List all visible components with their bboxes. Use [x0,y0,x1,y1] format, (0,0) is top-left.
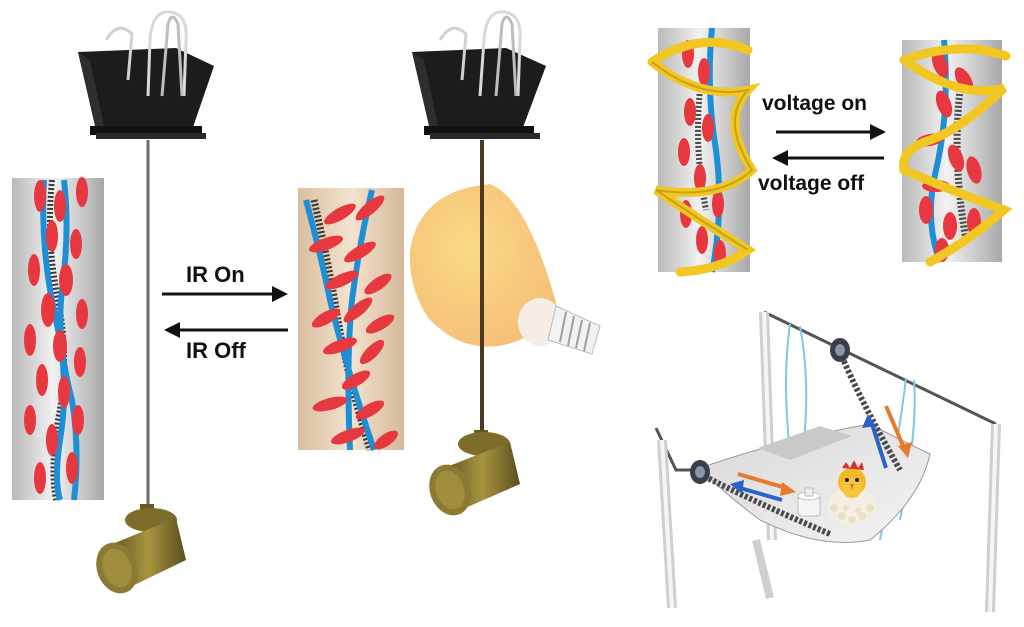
left-clip-weight-assembly [78,10,214,594]
chick-toy-icon [828,460,876,526]
voltage-off-label: voltage off [758,172,865,195]
ir-switch-arrows: IR On IR Off [162,262,288,363]
blue-fiber-path [345,189,375,451]
left-cylinder-closeup [12,177,104,501]
blue-fiber-path [303,199,377,451]
red-ellipse-group [308,195,398,450]
swing-device [654,310,1001,613]
middle-cylinder-closeup [298,188,404,452]
ir-off-label: IR Off [186,338,247,363]
ir-lamp-icon [518,298,601,355]
yellow-helix [899,44,1013,267]
weight-icon [429,430,520,516]
helix-cylinder-right [899,39,1013,267]
weight-icon [96,504,186,594]
voltage-on-label: voltage on [762,92,867,115]
motion-arrows [730,405,912,502]
blue-fiber-path [927,39,949,264]
small-weight-icon [797,487,821,517]
ir-light-cone [409,184,560,347]
red-ellipse-group [24,177,88,494]
pulley-icon [690,460,710,484]
right-clip-weight-assembly [409,10,601,516]
actuator-fiber [837,350,903,472]
ir-on-label: IR On [186,262,245,287]
binder-clip-icon [78,10,214,139]
voltage-switch-arrows: voltage on voltage off [758,92,886,195]
binder-clip-icon [412,10,546,139]
pulley-icon [830,338,850,362]
helix-cylinder-left [647,27,761,277]
